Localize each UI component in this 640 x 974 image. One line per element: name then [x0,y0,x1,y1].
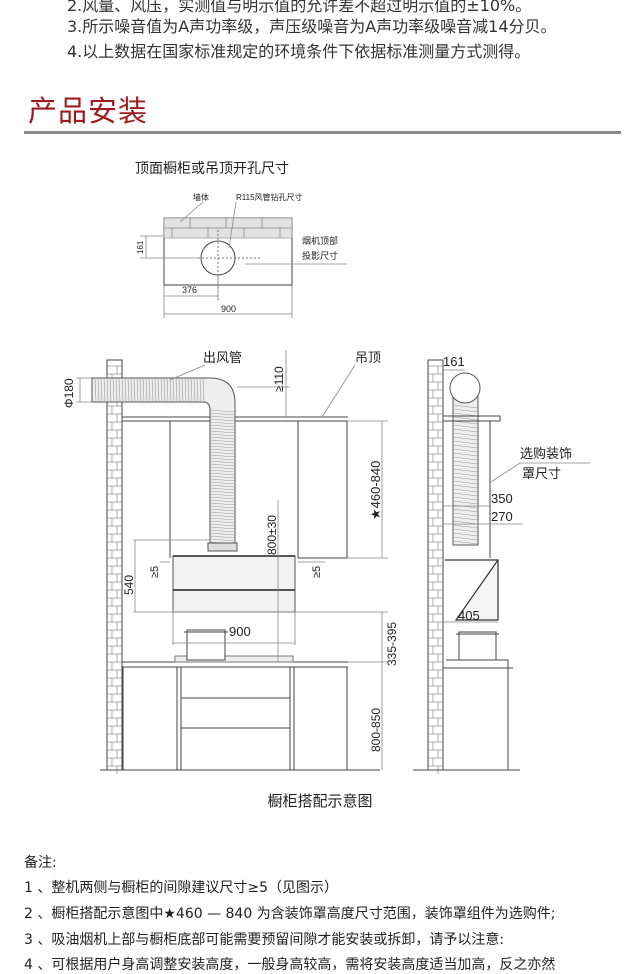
range-hood-side [445,559,499,621]
note-item: 2 、橱柜搭配示意图中★460 — 840 为含装饰罩高度尺寸范围，装饰罩组件为… [24,906,556,922]
ceiling-label: 吊顶 [355,350,381,365]
cover-label-1: 选购装饰 [520,446,572,461]
dim-phi180: Φ180 [62,378,76,408]
side-view-diagram: 161 选购装饰 罩尺寸 350 270 405 [413,354,590,774]
note-item: 3 、吸油烟机上部与橱柜底部可能需要预留间隙才能安装或拆卸，请予以注意: [24,932,505,948]
spec-line-2: 2.风量、风压，实测值与明示值的允许差不超过明示值的±10%。 [67,0,532,15]
dim-800-850: 800-850 [369,708,383,752]
top-dim-900: 900 [221,304,236,314]
pot-side [458,631,497,661]
top-view-title: 顶面橱柜或吊顶开孔尺寸 [135,160,289,176]
notes-heading: 备注: [24,855,57,871]
wall-label: 墙体 [193,192,209,202]
top-view-diagram: 顶面橱柜或吊顶开孔尺寸 墙体 R115风管钻孔尺寸 烟机顶部 投影尺寸 161 … [135,160,347,318]
side-dim-405: 405 [458,608,480,623]
dim-900-front: 900 [229,624,251,639]
projection-label-2: 投影尺寸 [302,250,338,261]
top-dim-376: 376 [182,285,197,295]
side-dim-161: 161 [443,354,465,369]
duct-side [452,394,479,546]
section-divider [24,131,621,134]
projection-label-1: 烟机顶部 [302,235,338,246]
dim-540: 540 [122,575,136,595]
side-dim-350: 350 [491,491,513,506]
note-item: 1 、整机两侧与橱柜的间隙建议尺寸≥5（见图示） [24,880,338,896]
spec-line-4: 4.以上数据在国家标准规定的环境条件下依据标准测量方式测得。 [67,42,531,61]
brick-wall-side [427,359,444,771]
spec-line-3: 3.所示噪音值为A声功率级，声压级噪音为A声功率级噪音减14分贝。 [67,17,557,36]
duct-label: 出风管 [203,350,242,365]
gap-right-ge5: ≥5 [311,566,323,578]
side-dim-270: 270 [491,509,513,524]
pot-front [186,629,226,661]
range-hood-front [172,555,296,613]
dim-ge110: ≥110 [272,366,286,392]
section-title: 产品安装 [28,94,149,128]
top-dim-161: 161 [136,240,145,254]
dim-460-840: ★460-840 [368,461,383,520]
brick-wall [106,359,123,771]
hole-label: R115风管钻孔尺寸 [236,192,303,202]
diagram-caption: 橱柜搭配示意图 [267,792,373,810]
dim-335-395: 335-395 [385,622,399,666]
note-item: 4 、可根据用户身高调整安装高度，一般身高较高，需将安装高度适当加高，反之亦然 [24,957,556,973]
front-view-diagram: Φ180 出风管 ≥110 吊顶 ★460-840 800±30 540 ≥5 … [62,350,399,774]
dim-800-30: 800±30 [265,515,279,555]
gap-left-ge5: ≥5 [149,566,161,578]
cover-label-2: 罩尺寸 [522,466,561,481]
